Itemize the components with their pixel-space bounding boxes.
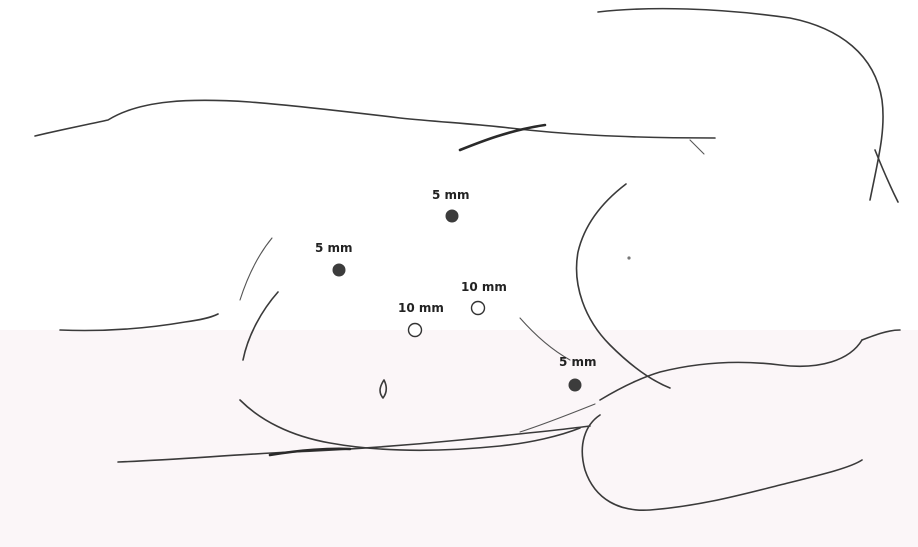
upper-arm-outline bbox=[35, 100, 715, 138]
port-label-lower-right: 5 mm bbox=[559, 355, 597, 369]
port-label-upper-center: 5 mm bbox=[432, 188, 470, 202]
background-tint bbox=[0, 330, 918, 547]
port-marker-left bbox=[333, 264, 345, 276]
port-marker-lower-right bbox=[569, 379, 581, 391]
port-marker-center-right bbox=[472, 302, 485, 315]
port-label-center-right: 10 mm bbox=[461, 280, 507, 294]
port-marker-center-left bbox=[409, 324, 422, 337]
head-back-outline bbox=[875, 150, 898, 202]
port-label-center-left: 10 mm bbox=[398, 301, 444, 315]
port-label-left: 5 mm bbox=[315, 241, 353, 255]
ear-mark bbox=[627, 256, 630, 259]
upper-arm-fold bbox=[690, 140, 704, 154]
left-leg-upper-outline bbox=[60, 314, 218, 331]
head-outline bbox=[598, 9, 883, 200]
port-marker-upper-center bbox=[446, 210, 458, 222]
left-flank-upper bbox=[240, 238, 272, 300]
upper-arm-crease bbox=[460, 125, 545, 150]
